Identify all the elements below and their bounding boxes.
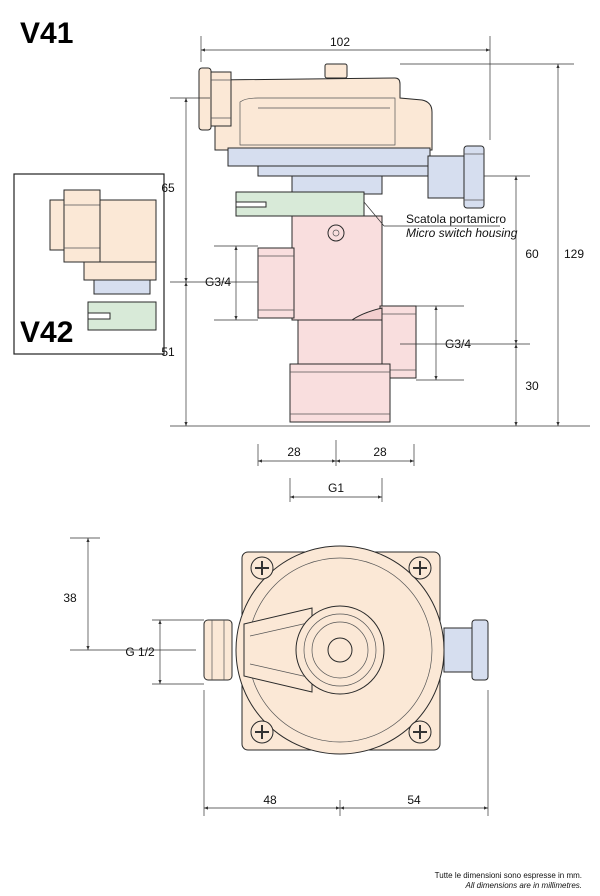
dim-28-left: 28: [287, 445, 301, 459]
screw-bottom-left: [250, 720, 274, 744]
footer-note-italian: Tutte le dimensioni sono espresse in mm.: [435, 871, 582, 880]
plan-view: [203, 545, 489, 755]
dim-102: 102: [330, 35, 350, 49]
callout-italian: Scatola portamicro: [406, 212, 506, 226]
title-v41: V41: [20, 17, 73, 50]
dim-g1: G1: [328, 481, 344, 495]
dim-g34-inlet: G3/4: [205, 275, 231, 289]
screw-bottom-right: [408, 720, 432, 744]
dim-28-right: 28: [373, 445, 387, 459]
centre-port: [327, 637, 353, 663]
upper-housing: [214, 77, 433, 151]
callout-english: Micro switch housing: [406, 226, 518, 240]
bottom-connection: [289, 363, 391, 423]
plan-dimensions: 38 G 1/2 48 54: [63, 537, 489, 816]
inlet-port: [257, 247, 295, 319]
dim-60: 60: [525, 247, 539, 261]
inset-body: [49, 189, 157, 331]
title-v42: V42: [20, 316, 73, 349]
dim-65: 65: [161, 181, 175, 195]
plan-right-fitting: [443, 627, 475, 673]
front-dimensions: 102 65 51 G3/4 G3/4 60 30 129: [161, 35, 590, 502]
dim-30: 30: [525, 379, 539, 393]
footer-note-english: All dimensions are in millimetres.: [465, 881, 582, 890]
right-fitting: [427, 155, 465, 199]
dim-129: 129: [564, 247, 584, 261]
plan-left-fitting: [203, 619, 233, 681]
front-view: [198, 63, 485, 423]
left-fitting: [198, 67, 212, 131]
screw-top-right: [408, 556, 432, 580]
screw-top-left: [250, 556, 274, 580]
dim-51: 51: [161, 345, 175, 359]
diaphragm-plate: [227, 147, 431, 167]
dim-38: 38: [63, 591, 77, 605]
dim-48: 48: [263, 793, 277, 807]
top-cap: [324, 63, 348, 79]
inset-v42: V42: [13, 173, 165, 355]
dim-54: 54: [407, 793, 421, 807]
dim-g12: G 1/2: [125, 645, 155, 659]
